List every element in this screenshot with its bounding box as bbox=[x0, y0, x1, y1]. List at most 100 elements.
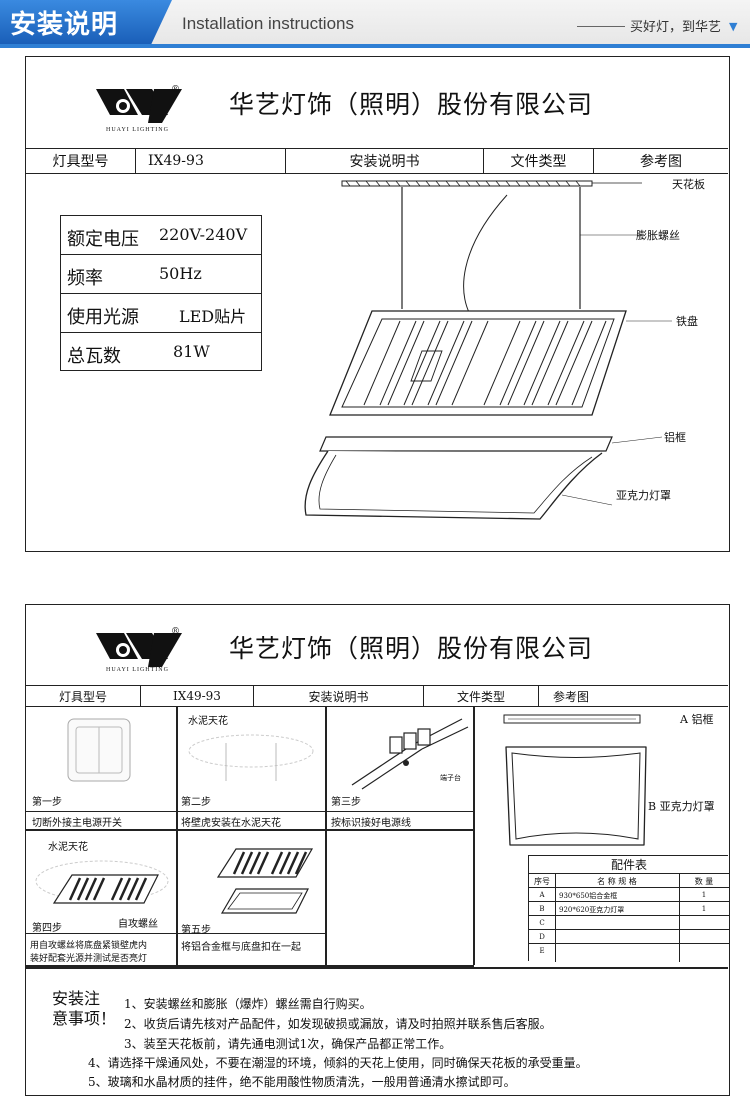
spec-value: 50Hz bbox=[159, 264, 202, 283]
note-item: 1、安装螺丝和膨胀（爆炸）螺丝需自行购买。 bbox=[124, 997, 372, 1011]
note-item: 4、请选择干燥通风处，不要在潮湿的环境，倾斜的天花上使用，同时确保天花板的承受重… bbox=[88, 1056, 588, 1070]
exploded-diagram bbox=[304, 180, 672, 520]
step1-caption: 切断外接主电源开关 bbox=[32, 818, 122, 829]
logo-caption: HUAYI LIGHTING bbox=[106, 127, 169, 133]
step2-tag: 水泥天花 bbox=[188, 716, 228, 727]
huayi-logo-icon bbox=[96, 89, 182, 123]
grid-line bbox=[26, 829, 474, 831]
row-name: 930*650铝合金框 bbox=[559, 892, 618, 900]
type-label: 文件类型 bbox=[424, 686, 539, 706]
label-frame: 铝框 bbox=[664, 431, 686, 444]
header-subtitle: Installation instructions bbox=[182, 14, 354, 33]
row-id: B bbox=[539, 905, 545, 913]
type-value: 参考图 bbox=[640, 154, 682, 170]
step4-tag2: 自攻螺丝 bbox=[118, 919, 158, 930]
type-value: 参考图 bbox=[553, 689, 590, 704]
step2-label: 第二步 bbox=[181, 797, 211, 808]
parts-table: 配件表 序号 名 称 规 格 数 量 A 930*650铝合金框 1 B 920… bbox=[528, 855, 729, 962]
header-slogan[interactable]: 买好灯，到华艺 bbox=[630, 20, 722, 35]
note-item: 2、收货后请先核对产品配件，如发现破损或漏放，请及时拍照并联系售后客服。 bbox=[124, 1017, 552, 1031]
step5-caption: 将铝合金框与底盘扣在一起 bbox=[181, 942, 301, 953]
step4-tag: 水泥天花 bbox=[48, 842, 88, 853]
spec-label: 总瓦数 bbox=[67, 346, 121, 367]
parts-table-header: 序号 名 称 规 格 数 量 bbox=[529, 874, 729, 888]
doc-title: 安装说明书 bbox=[286, 149, 484, 173]
spec-label: 额定电压 bbox=[67, 229, 139, 250]
table-row: C bbox=[529, 916, 729, 930]
step3-tag: 端子台 bbox=[440, 774, 461, 782]
step3-caption: 按标识接好电源线 bbox=[331, 818, 411, 829]
table-row: A 930*650铝合金框 1 bbox=[529, 888, 729, 902]
spec-value: LED贴片 bbox=[179, 307, 247, 326]
step3-label: 第三步 bbox=[331, 797, 361, 808]
row-id: C bbox=[539, 919, 545, 927]
step5-assembly-illustration bbox=[216, 848, 314, 914]
grid-line bbox=[26, 811, 474, 812]
part-b-label: B 亚克力灯罩 bbox=[648, 800, 715, 813]
spec-label: 使用光源 bbox=[67, 307, 139, 328]
spec-row: 总瓦数 81W bbox=[61, 333, 261, 370]
part-a-label: A 铝框 bbox=[680, 713, 714, 726]
model-label: 灯具型号 bbox=[26, 149, 136, 173]
logo-registered-mark: ® bbox=[171, 627, 180, 637]
header-title-tab bbox=[0, 0, 172, 44]
spec-table: 额定电压 220V-240V 频率 50Hz 使用光源 LED贴片 总瓦数 81… bbox=[60, 215, 262, 371]
notes-divider bbox=[26, 967, 728, 969]
spec-label: 频率 bbox=[67, 268, 103, 289]
step-grid bbox=[26, 707, 475, 967]
logo-registered-mark: ® bbox=[171, 85, 180, 95]
grid-line bbox=[26, 933, 326, 934]
grid-line bbox=[325, 707, 327, 965]
label-ceiling: 天花板 bbox=[672, 178, 705, 191]
model-value: IX49-93 bbox=[141, 686, 254, 706]
note-item: 3、装至天花板前，请先通电测试1次，确保产品都正常工作。 bbox=[124, 1037, 452, 1051]
parts-illustration bbox=[503, 714, 647, 846]
note-item: 5、玻璃和水晶材质的挂件，绝不能用酸性物质清洗，一般用普通清水擦试即可。 bbox=[88, 1075, 516, 1089]
label-cover: 亚克力灯罩 bbox=[616, 489, 671, 502]
step4-caption-line2: 装好配套光源并测试是否亮灯 bbox=[30, 954, 148, 964]
model-value: IX49-93 bbox=[136, 149, 286, 173]
grid-line bbox=[26, 965, 474, 967]
notes-title-line1: 安装注 bbox=[52, 989, 101, 1008]
label-bolt: 膨胀螺丝 bbox=[636, 229, 680, 242]
type-label: 文件类型 bbox=[484, 149, 594, 173]
header-id: 序号 bbox=[534, 877, 550, 886]
row-name: 920*620亚克力灯罩 bbox=[559, 906, 625, 914]
parts-table-title: 配件表 bbox=[529, 856, 729, 874]
table-row: B 920*620亚克力灯罩 1 bbox=[529, 902, 729, 916]
info-bar: 灯具型号 IX49-93 安装说明书 文件类型 参考图 bbox=[26, 148, 728, 174]
step1-switch-illustration bbox=[67, 718, 131, 782]
step3-terminal-illustration bbox=[351, 718, 469, 790]
step4-label: 第四步 bbox=[32, 923, 62, 934]
row-id: E bbox=[539, 947, 545, 955]
row-qty: 1 bbox=[701, 891, 707, 899]
header-rule bbox=[577, 26, 625, 27]
page-header: 安装说明 Installation instructions 买好灯，到华艺 ▼ bbox=[0, 0, 750, 48]
row-id: A bbox=[539, 891, 545, 899]
doc-title: 安装说明书 bbox=[254, 686, 424, 706]
company-name: 华艺灯饰（照明）股份有限公司 bbox=[229, 90, 594, 119]
label-tray: 铁盘 bbox=[676, 315, 698, 328]
grid-line bbox=[473, 707, 475, 965]
notes-title-line2: 意事项！ bbox=[52, 1009, 117, 1028]
huayi-logo-icon bbox=[96, 633, 182, 667]
grid-line bbox=[679, 874, 680, 962]
header-qty: 数 量 bbox=[694, 877, 714, 886]
spec-row: 额定电压 220V-240V bbox=[61, 216, 261, 255]
step1-label: 第一步 bbox=[32, 797, 62, 808]
logo-caption: HUAYI LIGHTING bbox=[106, 667, 169, 673]
step5-label: 第五步 bbox=[181, 925, 211, 936]
sheet-steps: ® HUAYI LIGHTING 华艺灯饰（照明）股份有限公司 灯具型号 IX4… bbox=[25, 604, 730, 1096]
header-underline bbox=[0, 44, 750, 48]
step2-ceiling-illustration bbox=[188, 734, 314, 781]
table-row: E bbox=[529, 944, 729, 960]
header-title: 安装说明 bbox=[10, 10, 119, 40]
step2-caption: 将壁虎安装在水泥天花 bbox=[181, 818, 281, 829]
company-name: 华艺灯饰（照明）股份有限公司 bbox=[229, 634, 594, 663]
grid-line bbox=[555, 874, 556, 962]
spec-row: 频率 50Hz bbox=[61, 255, 261, 294]
row-qty: 1 bbox=[701, 905, 707, 913]
table-row: D bbox=[529, 930, 729, 944]
triangle-down-icon[interactable]: ▼ bbox=[729, 20, 738, 33]
spec-value: 220V-240V bbox=[159, 225, 248, 244]
